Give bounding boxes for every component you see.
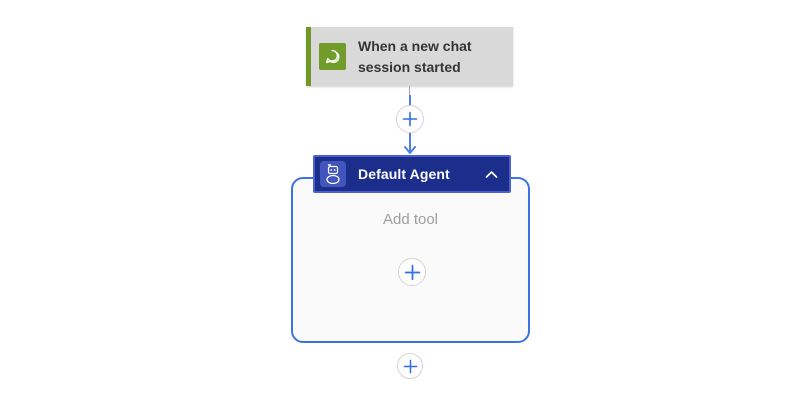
collapse-button[interactable] [483, 166, 499, 182]
trigger-title-line1: When a new chat [358, 37, 472, 54]
agent-header-label: Default Agent [358, 166, 450, 182]
chat-bubble-icon [319, 43, 346, 70]
chevron-up-icon [485, 170, 497, 178]
agent-scope-container: Add tool [291, 177, 530, 343]
insert-action-button-bottom[interactable] [397, 353, 423, 379]
edge-stub [409, 86, 410, 95]
trigger-card[interactable]: When a new chat session started [306, 27, 513, 86]
agent-header[interactable]: Default Agent [313, 155, 511, 193]
arrow-down-icon [404, 146, 416, 154]
trigger-title-line2: session started [358, 58, 461, 75]
insert-action-button-top[interactable] [396, 105, 424, 133]
plus-icon [403, 359, 417, 373]
add-tool-button[interactable] [398, 258, 426, 286]
add-tool-hint: Add tool [382, 211, 439, 228]
plus-icon [402, 111, 418, 127]
bot-icon [320, 161, 346, 187]
plus-icon [404, 264, 420, 280]
trigger-title: When a new chat session started [358, 36, 472, 78]
